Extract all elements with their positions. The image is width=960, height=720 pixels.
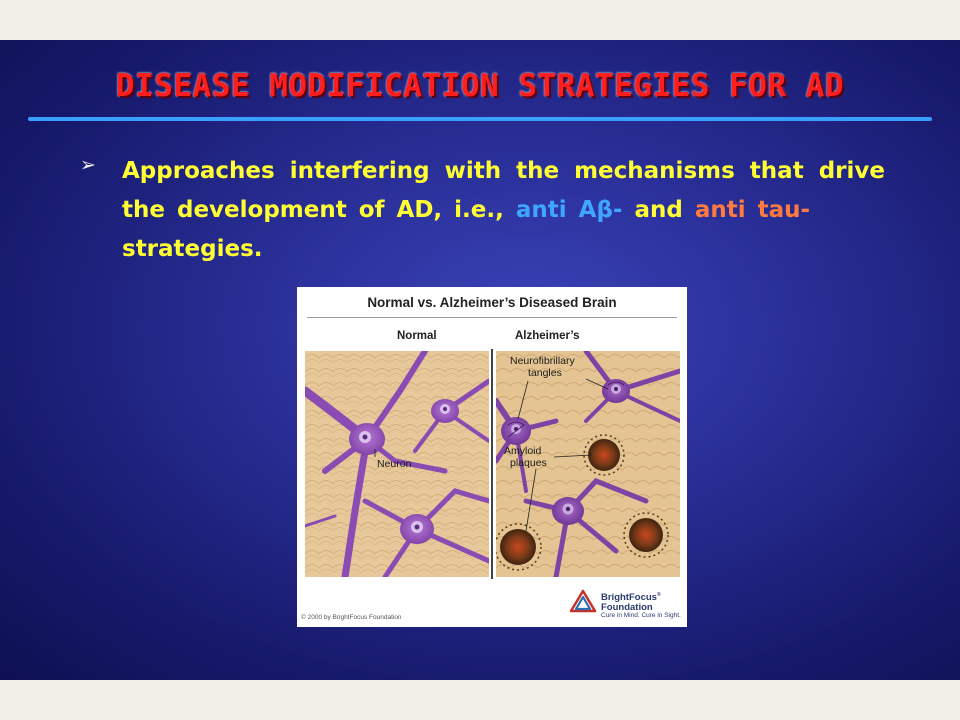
tangles-label: Neurofibrillary tangles [510,355,575,379]
bullet-text-part1: Approaches interfering with the mechanis… [122,158,885,223]
brightfocus-triangle-icon [569,589,597,613]
figure-title-rule [307,317,677,318]
brightfocus-logo-name: BrightFocus® Foundation [601,592,661,614]
plaques-label-line2: plaques [510,457,547,469]
bullet-highlight-anti-tau: anti tau- [694,197,811,223]
normal-neurons-image [305,351,489,577]
normal-panel-label: Normal [397,330,437,342]
bullet-arrow-icon: ➢ [80,154,96,176]
bullet-item: ➢ Approaches interfering with the mechan… [80,152,885,269]
figure-copyright: © 2000 by BrightFocus Foundation [301,614,402,621]
bullet-text: Approaches interfering with the mechanis… [122,152,885,269]
alzheimers-brain-illustration: Neurofibrillary tangles Amyloid plaques [496,351,680,577]
plaques-label-line1: Amyloid [504,445,542,457]
alzheimers-panel-label: Alzheimer’s [515,330,580,342]
normal-brain-illustration: Neuron [305,351,489,577]
amyloid-plaque-3 [623,512,669,558]
title-underline [28,117,932,121]
figure-title: Normal vs. Alzheimer’s Diseased Brain [367,295,617,310]
panel-divider [491,349,493,579]
bullet-text-part3: strategies. [122,236,263,262]
brain-comparison-figure: Normal vs. Alzheimer’s Diseased Brain No… [297,287,687,627]
bullet-highlight-anti-abeta: anti Aβ- [515,197,623,223]
plaques-label: Amyloid plaques [504,445,547,469]
neuron-label: Neuron [377,458,412,470]
diseased-neurons-image [496,351,680,577]
amyloid-plaque-2 [496,523,542,571]
tangles-label-line2: tangles [528,367,562,379]
amyloid-plaque-1 [583,434,625,476]
slide-title: DISEASE MODIFICATION STRATEGIES FOR AD [115,68,845,104]
tangles-label-line1: Neurofibrillary [510,355,575,367]
slide: DISEASE MODIFICATION STRATEGIES FOR AD ➢… [0,40,960,680]
bullet-text-part2: and [622,197,695,223]
brightfocus-tagline: Cure in Mind. Cure in Sight. [601,612,681,619]
